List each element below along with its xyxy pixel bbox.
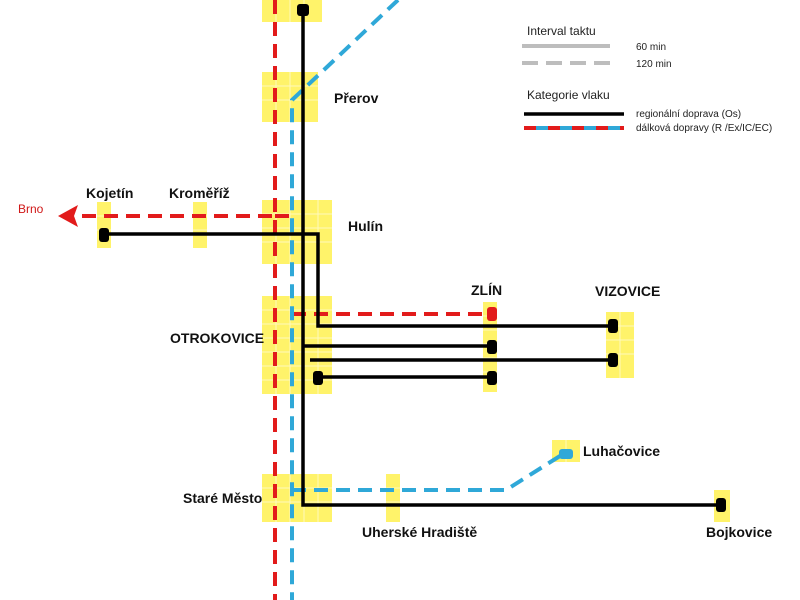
- terminal-zlin-red: [487, 307, 497, 321]
- terminal-vizovice-2: [608, 353, 618, 367]
- label-kromeriz: Kroměříž: [169, 185, 230, 201]
- terminal-zlin-2: [487, 371, 497, 385]
- station-labels: Přerov Kojetín Kroměříž Hulín ZLÍN VIZOV…: [18, 90, 772, 540]
- legend-longdistance-label: dálková dopravy (R /Ex/IC/EC): [636, 123, 772, 134]
- terminal-vizovice-1: [608, 319, 618, 333]
- label-zlin: ZLÍN: [471, 282, 502, 298]
- terminal-luhacovice: [559, 449, 573, 459]
- regional-main-line: [301, 10, 722, 507]
- terminal-bojkovice: [716, 498, 726, 512]
- terminal-top: [297, 4, 309, 16]
- label-bojkovice: Bojkovice: [706, 524, 772, 540]
- highlight-hulin: [262, 200, 332, 264]
- terminal-markers: [99, 4, 726, 512]
- brno-arrow-head: [58, 205, 78, 227]
- label-vizovice: VIZOVICE: [595, 283, 660, 299]
- label-hulin: Hulín: [348, 218, 383, 234]
- legend-120-min-label: 120 min: [636, 59, 672, 70]
- terminal-otrokovice: [313, 371, 323, 385]
- label-prerov: Přerov: [334, 90, 379, 106]
- highlight-stare-mesto: [262, 474, 332, 522]
- legend-category-title: Kategorie vlaku: [527, 88, 610, 102]
- regional-lines: [104, 10, 722, 507]
- blue-luhacovice-line: [292, 454, 562, 492]
- blue-main-line: [290, 0, 400, 600]
- regional-kojetin-line: [104, 232, 614, 328]
- legend-interval-title: Interval taktu: [527, 24, 596, 38]
- legend-regional-label: regionální doprava (Os): [636, 109, 741, 120]
- highlight-top: [262, 0, 322, 22]
- label-stare-mesto: Staré Město: [183, 490, 262, 506]
- terminal-zlin-1: [487, 340, 497, 354]
- legend: Interval taktu 60 min 120 min Kategorie …: [522, 24, 772, 134]
- terminal-kojetin: [99, 228, 109, 242]
- highlight-kromeriz: [193, 202, 207, 248]
- legend-60-min-label: 60 min: [636, 42, 666, 53]
- label-kojetin: Kojetín: [86, 185, 133, 201]
- longdistance-lines: [82, 0, 562, 600]
- label-brno: Brno: [18, 202, 44, 216]
- label-uherske-hradiste: Uherské Hradiště: [362, 524, 477, 540]
- highlight-uherske-hradiste: [386, 474, 400, 522]
- label-otrokovice: OTROKOVICE: [170, 330, 264, 346]
- label-luhacovice: Luhačovice: [583, 443, 660, 459]
